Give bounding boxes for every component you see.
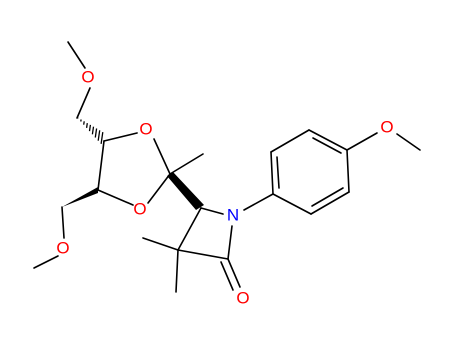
bond-n1-aryl bbox=[243, 193, 274, 211]
atom-n-lactam: N bbox=[227, 206, 239, 225]
bond-ar-5 bbox=[310, 191, 350, 215]
atom-o-ring-1: O bbox=[139, 120, 152, 139]
atom-o-bottom-methoxy: O bbox=[56, 239, 69, 258]
bond-layer bbox=[33, 41, 421, 293]
bond-c2-methyl bbox=[169, 153, 204, 175]
bond-ar-4 bbox=[346, 149, 350, 193]
bond-o1-c2 bbox=[153, 138, 171, 175]
bond-ar-2 bbox=[270, 129, 310, 153]
bond-ar-inner-3 bbox=[311, 187, 344, 207]
bond-o-ch3-bot bbox=[33, 255, 59, 269]
bond-carbonyl-1 bbox=[227, 258, 241, 288]
bond-o3-c5 bbox=[97, 189, 134, 206]
hashed-bond-c4 bbox=[77, 117, 104, 144]
bond-o-ch3-ar bbox=[396, 133, 421, 151]
atom-o-ring-3: O bbox=[133, 200, 146, 219]
wedge-bond-c2-c4az bbox=[167, 172, 204, 210]
bond-ar-inner-2 bbox=[312, 137, 342, 154]
bond-c5-c4 bbox=[97, 140, 105, 191]
bond-o-ch2-top bbox=[76, 87, 91, 119]
bond-ch3-o-top bbox=[67, 41, 86, 69]
bond-ar-o bbox=[346, 132, 378, 151]
wedge-bond-c5 bbox=[62, 187, 98, 207]
bond-carbonyl-2 bbox=[220, 261, 234, 291]
bond-c3az-c4az bbox=[177, 207, 202, 251]
atom-o-carbonyl: O bbox=[236, 289, 249, 308]
bond-c4az-n1 bbox=[200, 207, 224, 215]
bond-ar-1 bbox=[270, 151, 274, 195]
bond-c2az-c3az bbox=[177, 249, 229, 260]
bond-ar-3 bbox=[308, 129, 348, 151]
atom-o-top-methoxy: O bbox=[81, 68, 94, 87]
bond-ar-6 bbox=[272, 193, 312, 215]
bond-ch2-o-bot bbox=[61, 206, 65, 239]
bond-ar-inner-1 bbox=[276, 156, 280, 189]
bond-c3-methyl-b bbox=[175, 249, 179, 293]
bond-c2-o3 bbox=[147, 173, 171, 204]
bond-c3-methyl-a bbox=[142, 237, 179, 251]
atom-o-aryl-methoxy: O bbox=[380, 118, 393, 137]
atom-label-layer: O O O O N O O bbox=[56, 68, 393, 308]
bond-c4-o1 bbox=[103, 132, 138, 142]
bond-n1-c2az bbox=[227, 225, 233, 260]
